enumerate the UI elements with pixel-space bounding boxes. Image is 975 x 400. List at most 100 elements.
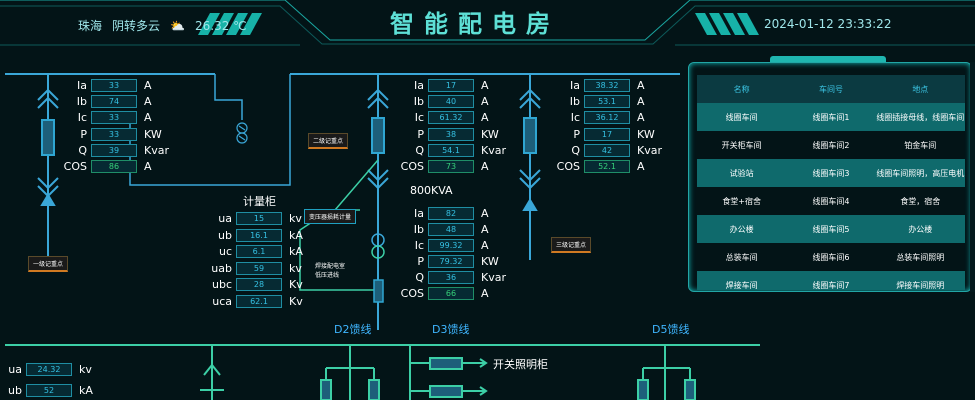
- meter-unit: A: [637, 111, 645, 125]
- meter-value: 33: [91, 79, 137, 92]
- table-cell: 办公楼: [908, 224, 933, 234]
- table-cell: 办公楼: [729, 224, 754, 234]
- meter-unit: A: [637, 95, 645, 109]
- table-cell: 线圈车间5: [812, 224, 850, 234]
- meter-label: Q: [78, 143, 87, 157]
- level3-tag[interactable]: 三级记重点: [551, 237, 592, 253]
- meter-unit: KW: [144, 127, 162, 141]
- meter-unit: A: [144, 111, 152, 125]
- cabinet-value: 6.1: [236, 245, 282, 258]
- meter-value: 52.1: [584, 160, 630, 173]
- meter-value: 54.1: [428, 143, 474, 157]
- table-edge: [970, 62, 975, 292]
- meter-label: COS: [400, 287, 424, 300]
- meter-value: 53.1: [584, 95, 630, 109]
- meter-value: 99.32: [428, 239, 474, 252]
- meter-label: Ib: [569, 95, 580, 109]
- meter-value: 36: [428, 271, 474, 284]
- meter-unit: Kvar: [481, 271, 506, 284]
- table-cell: 线圈车间1: [812, 112, 850, 122]
- meter-value: 74: [91, 95, 137, 109]
- cabinet-value: 59: [236, 261, 282, 275]
- page-title: 智能配电房: [390, 10, 560, 38]
- meter-label: P: [573, 127, 580, 141]
- table-cell: 开关柜车间: [721, 140, 762, 150]
- bottom-label: ub: [8, 384, 22, 397]
- cabinet-unit: kA: [289, 245, 303, 258]
- meter-unit: A: [637, 79, 645, 92]
- cabinet-value: 15: [236, 212, 282, 225]
- table-cell: 线圈插接母线，线圈车间: [876, 112, 965, 122]
- header-frame: [0, 0, 975, 46]
- cabinet-label: uab: [211, 261, 232, 275]
- cabinet-unit: kA: [289, 228, 303, 242]
- meter-unit: A: [481, 111, 489, 125]
- table-header-cell: 地点: [912, 84, 929, 94]
- table-cell: 线圈车间7: [812, 280, 850, 290]
- meter-label: Ia: [414, 207, 424, 220]
- meter-row: Ia 33 A: [55, 78, 152, 93]
- cabinet-label: ub: [218, 228, 232, 242]
- bottom-unit: kA: [79, 384, 93, 397]
- cabinet-value: 16.1: [236, 228, 282, 242]
- cloud-sun-icon: ⛅: [170, 18, 185, 33]
- meter-label: Ia: [570, 79, 580, 92]
- meter-unit: KW: [481, 127, 499, 141]
- meter-value: 66: [428, 287, 474, 300]
- meter-label: P: [80, 127, 87, 141]
- table-cell: 试验站: [729, 168, 754, 178]
- meter-label: Ic: [77, 111, 87, 125]
- transformer-label: 800KVA: [410, 184, 453, 197]
- meter-label: Ia: [77, 79, 87, 92]
- meter-unit: A: [481, 223, 489, 236]
- transformer-loss-box[interactable]: 变压器损耗计量: [304, 209, 357, 224]
- table-row[interactable]: 办公楼 线圈车间5 办公楼: [697, 215, 965, 243]
- level2-tag[interactable]: 二级记重点: [308, 133, 349, 149]
- meter-unit: KW: [481, 255, 499, 268]
- table-cell: 焊接车间照明: [896, 280, 945, 290]
- cabinet-label: uca: [212, 294, 232, 308]
- meter-unit: A: [481, 287, 489, 300]
- meter-value: 82: [428, 207, 474, 220]
- cabinet-label: ua: [218, 212, 232, 225]
- meter-value: 61.32: [428, 111, 474, 125]
- bottom-value: 52: [26, 384, 72, 397]
- bottom-value: 24.32: [26, 363, 72, 376]
- weather-bar: 珠海 阴转多云 ⛅ 26.32 ℃: [78, 17, 247, 34]
- table-cell: 食堂，宿舍: [900, 196, 941, 206]
- level1-tag[interactable]: 一级记重点: [28, 256, 69, 272]
- metering-cabinet-title: 计量柜: [243, 195, 276, 208]
- table-header-cell: 名称: [733, 84, 750, 94]
- meter-value: 36.12: [584, 111, 630, 125]
- table-cell: 线圈车间6: [812, 252, 850, 262]
- table-cell: 线圈车间4: [812, 196, 850, 206]
- meter-label: COS: [556, 160, 580, 173]
- meter-label: Q: [571, 143, 580, 157]
- cabinet-label: ubc: [211, 278, 232, 291]
- meter-unit: A: [144, 79, 152, 92]
- header-stripes-right: [695, 13, 759, 35]
- meter-value: 17: [428, 79, 474, 92]
- cabinet-unit: kv: [289, 212, 302, 225]
- cabinet-unit: Kv: [289, 294, 303, 308]
